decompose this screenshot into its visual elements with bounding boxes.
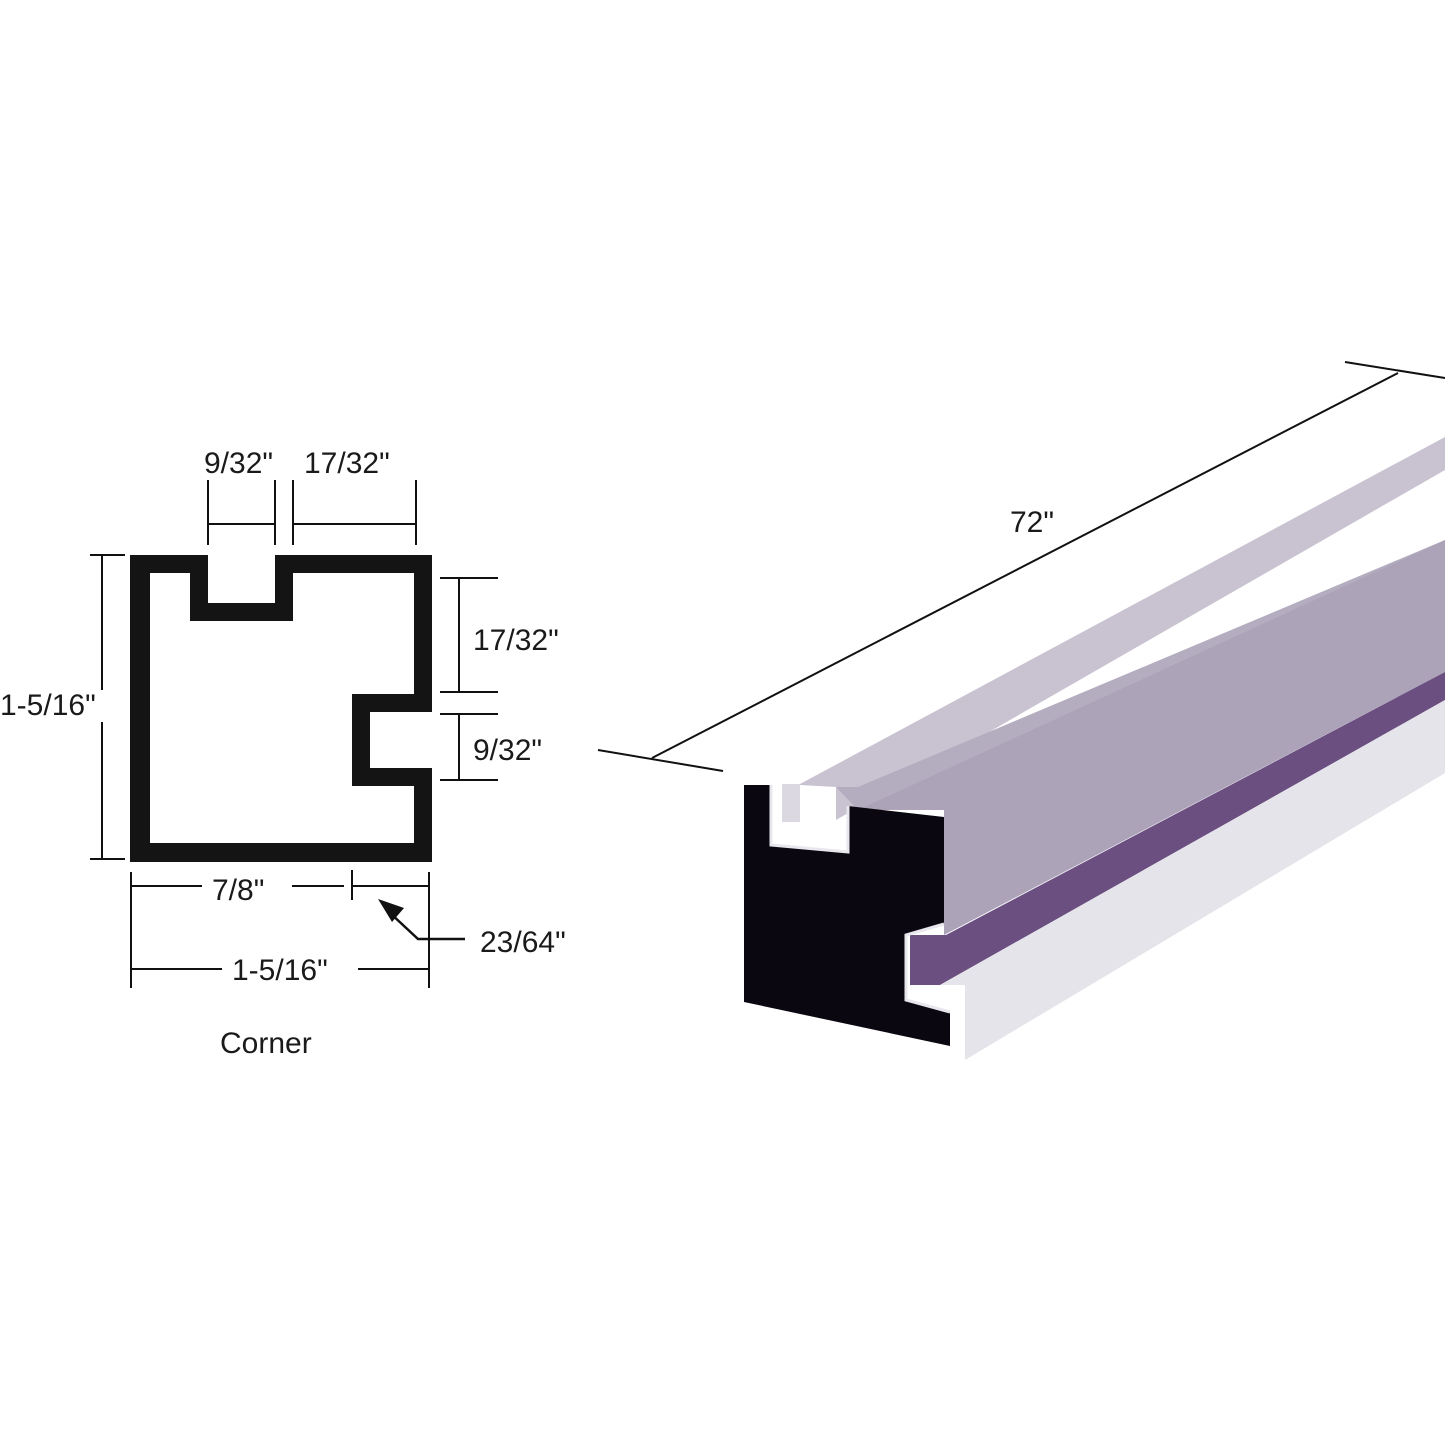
- arrowhead-wall-offset: [378, 899, 404, 922]
- extrusion-bottom-lip: [940, 700, 1445, 1060]
- corner-profile: 9/32" 17/32" 1-5/16" 17/32" 9/32" 7/8" 2…: [0, 447, 566, 1060]
- length-label: 72": [1010, 506, 1054, 539]
- dim-right-slot-height: 9/32": [473, 734, 542, 767]
- length-dim-line: [651, 372, 1399, 759]
- extrusion-groove: [910, 672, 1445, 985]
- extrusion-end-highlight-2: [904, 922, 951, 1014]
- length-ext-left: [597, 749, 724, 772]
- extrusion-top-lip: [782, 784, 800, 822]
- dim-right-upper-height: 17/32": [473, 624, 559, 657]
- extrusion-upper-face: [858, 540, 1445, 935]
- arrow-wall-offset: [388, 911, 465, 941]
- dim-top-right-width: 17/32": [304, 447, 390, 480]
- dim-bottom-left-width: 7/8": [212, 874, 264, 907]
- extrusion-illustration: 72": [597, 361, 1445, 1060]
- length-ext-right: [1344, 361, 1445, 379]
- dim-wall-offset: 23/64": [480, 926, 566, 959]
- dim-overall-height: 1-5/16": [0, 689, 96, 722]
- extrusion-end-highlight: [769, 785, 850, 854]
- extrusion-top-face: [782, 437, 1445, 820]
- profile-caption: Corner: [220, 1027, 312, 1060]
- extrusion-end-face: [744, 785, 950, 1046]
- dim-top-slot-width: 9/32": [204, 447, 273, 480]
- profile-outline: [130, 555, 432, 862]
- dim-overall-width: 1-5/16": [232, 954, 328, 987]
